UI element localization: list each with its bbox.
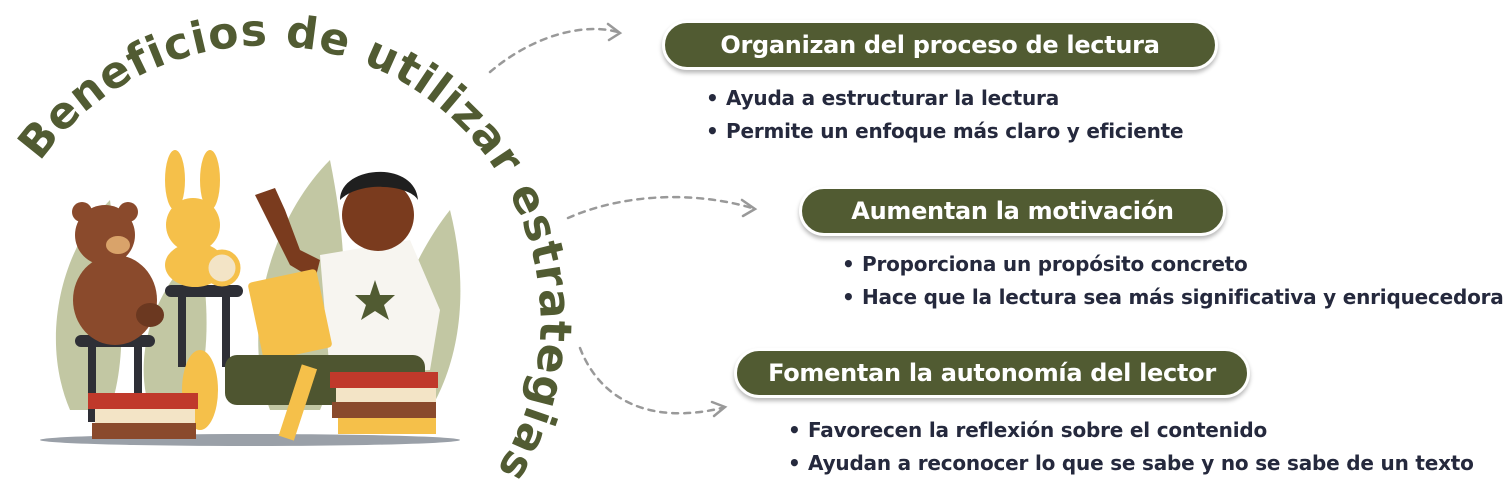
arrow-3 bbox=[578, 346, 724, 415]
benefit-3-heading: Fomentan la autonomía del lector bbox=[734, 348, 1250, 398]
list-item: •Ayuda a estructurar la lectura bbox=[706, 86, 1059, 110]
benefit-2-points: •Proporciona un propósito concreto •Hace… bbox=[842, 248, 1504, 314]
list-item: •Ayudan a reconocer lo que se sabe y no … bbox=[788, 451, 1474, 475]
benefit-1-heading: Organizan del proceso de lectura bbox=[662, 20, 1218, 70]
arrowhead-1 bbox=[606, 22, 623, 42]
reading-boy bbox=[182, 171, 440, 430]
reading-illustration bbox=[40, 150, 461, 446]
bullet-text: Proporciona un propósito concreto bbox=[862, 252, 1248, 276]
bullet-text: Permite un enfoque más claro y eficiente bbox=[726, 119, 1184, 143]
arrowhead-3 bbox=[710, 400, 728, 418]
arrow-2 bbox=[566, 195, 754, 220]
benefit-2-heading: Aumentan la motivación bbox=[799, 186, 1226, 236]
bullet-text: Ayudan a reconocer lo que se sabe y no s… bbox=[808, 451, 1474, 475]
list-item: •Proporciona un propósito concreto bbox=[842, 252, 1248, 276]
arrow-1 bbox=[488, 27, 620, 74]
book-stack-left bbox=[88, 393, 198, 439]
benefit-3-points: •Favorecen la reflexión sobre el conteni… bbox=[788, 414, 1474, 480]
list-item: •Hace que la lectura sea más significati… bbox=[842, 285, 1504, 309]
bullet-text: Ayuda a estructurar la lectura bbox=[726, 86, 1059, 110]
list-item: •Favorecen la reflexión sobre el conteni… bbox=[788, 418, 1268, 442]
book-stack-right bbox=[278, 364, 438, 441]
list-item: •Permite un enfoque más claro y eficient… bbox=[706, 119, 1184, 143]
teddy-bear bbox=[72, 202, 164, 422]
arrowhead-2 bbox=[740, 198, 758, 218]
benefit-1-points: •Ayuda a estructurar la lectura •Permite… bbox=[706, 82, 1184, 148]
bullet-text: Favorecen la reflexión sobre el contenid… bbox=[808, 418, 1268, 442]
bullet-text: Hace que la lectura sea más significativ… bbox=[862, 285, 1504, 309]
bunny bbox=[165, 150, 243, 367]
